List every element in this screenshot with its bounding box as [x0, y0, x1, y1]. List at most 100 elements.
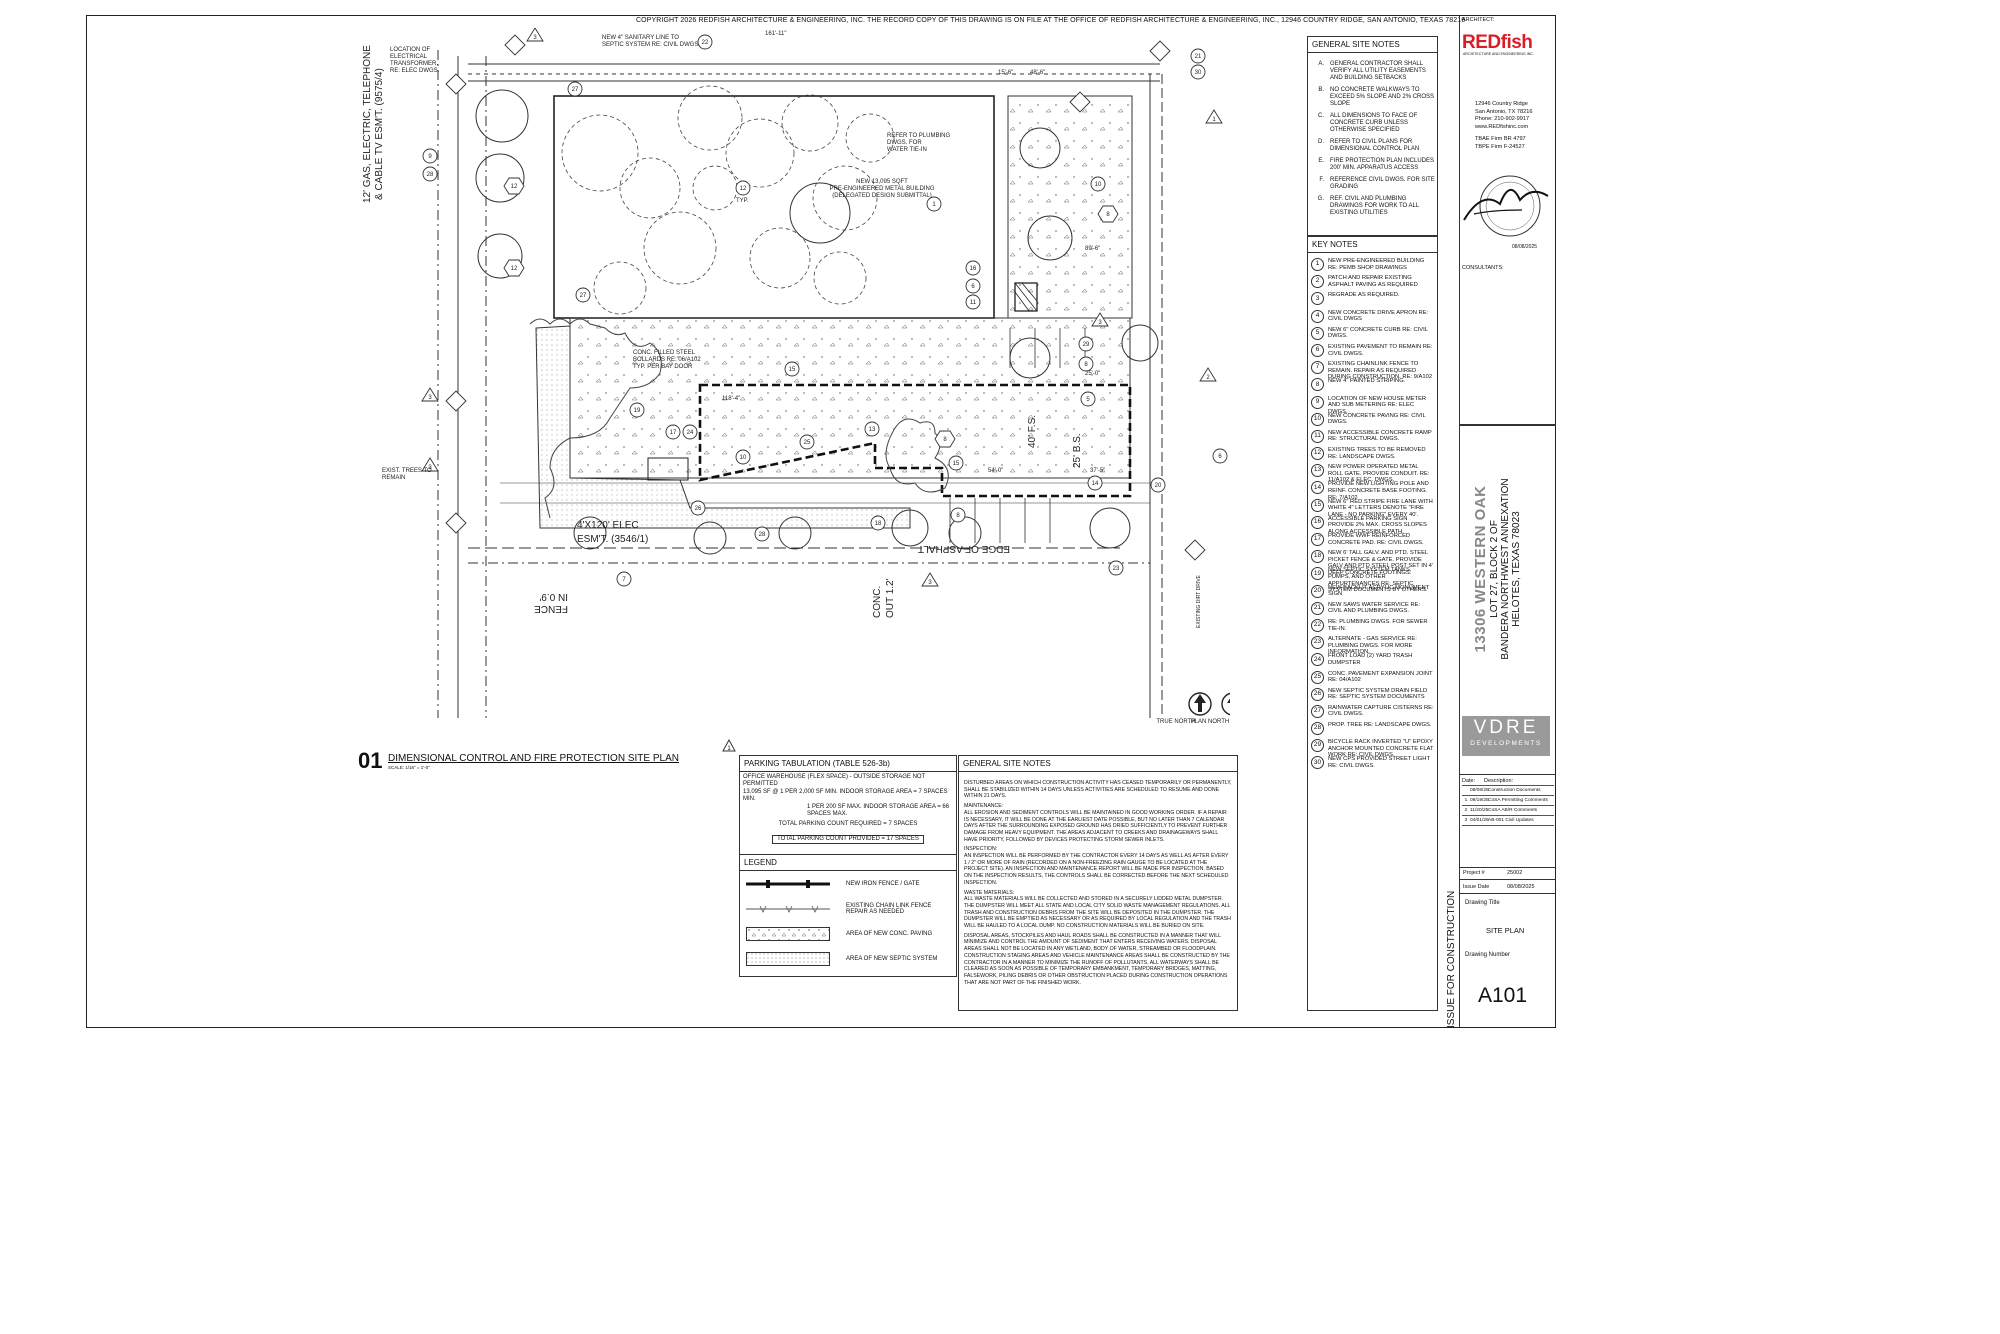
parking-title: PARKING TABULATION (TABLE 526-3b)	[740, 756, 956, 772]
key-note-text: NEW CPS PROVIDED STREET LIGHT RE: CIVIL …	[1328, 756, 1430, 770]
key-note-number: 20	[1311, 584, 1324, 598]
svg-text:WATER TIE-IN: WATER TIE-IN	[887, 147, 927, 153]
key-note-item: 11 NEW ACCESSIBLE CONCRETE RAMP RE: STRUC…	[1311, 429, 1434, 447]
svg-text:13: 13	[869, 427, 876, 433]
svg-text:TYP. PER BAY DOOR: TYP. PER BAY DOOR	[633, 364, 693, 370]
svg-text:12: 12	[740, 186, 747, 192]
key-note-number: 14	[1311, 481, 1324, 495]
tree-icon	[475, 89, 1159, 555]
svg-text:1: 1	[932, 202, 936, 208]
svg-text:RE: ELEC DWGS.: RE: ELEC DWGS.	[390, 68, 440, 74]
key-note-number: 22	[1311, 618, 1324, 632]
svg-text:10: 10	[1095, 182, 1102, 188]
firm-logo: REDfish	[1462, 32, 1533, 53]
revision-triangle-icon	[421, 28, 1223, 587]
revision-triangle-icon: 1	[1464, 798, 1468, 803]
key-note-text: RAINWATER CAPTURE CISTERNS RE: CIVIL DWG…	[1328, 704, 1434, 718]
svg-text:17: 17	[670, 430, 677, 436]
svg-text:40' F.S.: 40' F.S.	[1027, 415, 1038, 448]
key-note-number: 1	[1311, 258, 1324, 271]
svg-text:23: 23	[1113, 566, 1120, 572]
site-plan-drawing: NEW 13,095 SQFT PRE-ENGINEERED METAL BUI…	[362, 28, 1230, 725]
svg-text:54'-0": 54'-0"	[988, 468, 1003, 474]
parking-required: TOTAL PARKING COUNT REQUIRED = 7 SPACES	[778, 821, 918, 828]
svg-text:ELECTRICAL: ELECTRICAL	[390, 54, 428, 60]
drawing-number-badge: 01	[358, 748, 383, 773]
svg-text:7: 7	[622, 577, 626, 583]
key-note-number: 16	[1311, 515, 1324, 529]
general-note-item: D.REFER TO CIVIL PLANS FOR DIMENSIONAL C…	[1318, 139, 1420, 152]
key-note-text: NEW ACCESSIBLE CONCRETE RAMP RE: STRUCTU…	[1328, 429, 1432, 443]
svg-text:15: 15	[789, 367, 796, 373]
svg-text:8: 8	[1106, 212, 1110, 218]
key-note-text: EXISTING TREES TO BE REMOVED RE: LANDSCA…	[1328, 447, 1426, 460]
svg-text:SEPTIC SYSTEM RE: CIVIL DWGS.: SEPTIC SYSTEM RE: CIVIL DWGS.	[602, 42, 700, 48]
svg-text:29: 29	[1083, 342, 1090, 348]
svg-text:EXIST. TREES TO: EXIST. TREES TO	[382, 468, 432, 474]
general-notes-side-title: GENERAL SITE NOTES	[1308, 37, 1437, 53]
key-note-number: 26	[1311, 687, 1324, 701]
professional-seal-icon	[1462, 170, 1552, 242]
key-note-text: RE: PLUMBING DWGS. FOR SEWER TIE-IN.	[1328, 618, 1428, 632]
parking-provided: TOTAL PARKING COUNT PROVIDED = 17 SPACES	[772, 834, 924, 845]
svg-text:8: 8	[956, 513, 960, 519]
svg-text:DWGS. FOR: DWGS. FOR	[887, 140, 922, 146]
svg-text:3: 3	[928, 580, 932, 586]
svg-text:48'-6": 48'-6"	[1030, 70, 1045, 76]
svg-text:30: 30	[1195, 70, 1202, 76]
key-note-text: ACCESSIBLE PARKING SIGN PROVIDE 2% MAX. …	[1328, 515, 1427, 535]
svg-text:REFER TO PLUMBING: REFER TO PLUMBING	[887, 133, 950, 139]
project-name: 13306 WESTERN OAK	[1472, 485, 1489, 653]
key-note-text: ALTERNATE - GAS SERVICE RE: PLUMBING DWG…	[1328, 636, 1417, 656]
svg-text:EDGE OF ASPHALT: EDGE OF ASPHALT	[918, 543, 1010, 554]
drawing-title: DIMENSIONAL CONTROL AND FIRE PROTECTION …	[388, 753, 679, 764]
legend-item: AREA OF NEW CONC. PAVING	[740, 921, 956, 946]
key-note-number: 27	[1311, 704, 1324, 718]
key-note-text: NEW CONCRETE DRIVE APRON RE: CIVIL DWGS	[1328, 309, 1429, 323]
key-note-number: 11	[1311, 429, 1324, 443]
sheet-border	[86, 15, 1556, 1028]
svg-text:8: 8	[1084, 362, 1088, 368]
architect-label: ARCHITECT:	[1462, 17, 1495, 23]
key-note-number: 8	[1311, 378, 1324, 392]
key-note-number: 29	[1311, 739, 1324, 753]
svg-text:(DELEGATED DESIGN SUBMITTAL): (DELEGATED DESIGN SUBMITTAL)	[832, 193, 931, 199]
svg-text:TRANSFORMER.: TRANSFORMER.	[390, 61, 438, 67]
key-note-number: 13	[1311, 464, 1324, 478]
elec-easement-label: 4'X120' ELEC	[577, 520, 639, 531]
legend-item: NEW IRON FENCE / GATE	[740, 871, 956, 896]
key-note-number: 2	[1311, 275, 1324, 289]
parking-legend-panel: PARKING TABULATION (TABLE 526-3b) OFFICE…	[739, 755, 957, 977]
general-note-item: A.GENERAL CONTRACTOR SHALL VERIFY ALL UT…	[1318, 61, 1426, 81]
issue-stamp: ISSUE FOR CONSTRUCTION	[1446, 890, 1457, 1028]
north-arrow-icon	[1188, 692, 1212, 716]
svg-text:118'-4": 118'-4"	[722, 396, 740, 402]
key-note-number: 6	[1311, 343, 1324, 357]
svg-text:27: 27	[580, 293, 587, 299]
key-note-number: 24	[1311, 653, 1324, 667]
svg-text:161'-11": 161'-11"	[765, 31, 787, 37]
client-logo: VDRE DEVELOPMENTS	[1462, 716, 1550, 756]
key-note-number: 5	[1311, 326, 1324, 340]
key-note-text: BICYCLE RACK INVERTED "U" EPOXY ANCHOR M…	[1328, 739, 1434, 759]
key-note-text: REGRADE AS REQUIRED.	[1328, 292, 1400, 299]
svg-text:37'-5": 37'-5"	[1090, 468, 1105, 474]
svg-text:IN 0.9': IN 0.9'	[539, 591, 568, 602]
firm-address: 12946 Country Ridge San Antonio, TX 7821…	[1475, 101, 1533, 150]
svg-text:12: 12	[511, 266, 518, 272]
general-note-item: B.NO CONCRETE WALKWAYS TO EXCEED 5% SLOP…	[1318, 87, 1435, 107]
